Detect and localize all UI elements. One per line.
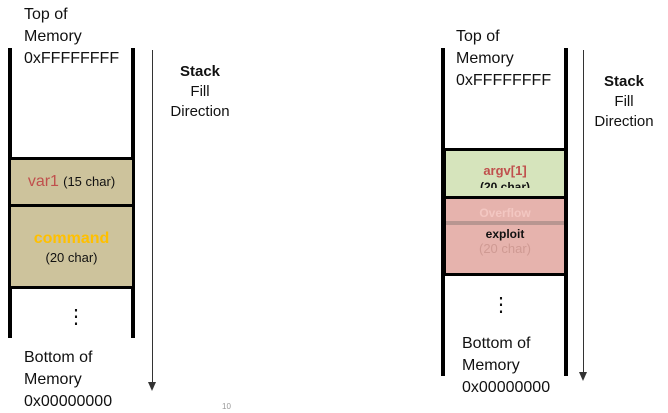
right-direction-line-3: Direction bbox=[594, 113, 654, 130]
overflow-label: Overflow bbox=[479, 206, 531, 220]
left-direction-line-2: Fill bbox=[190, 83, 210, 100]
right-direction-label: Stack Fill Direction bbox=[586, 72, 662, 132]
right-bottom-line-3: 0x00000000 bbox=[462, 379, 551, 396]
var1-name: var1 bbox=[27, 173, 59, 190]
right-bottom-line-2: Memory bbox=[462, 357, 520, 374]
command-block: command (20 char) bbox=[8, 204, 135, 289]
overflow-block: Overflow exploit (20 char) bbox=[443, 196, 567, 276]
right-direction-line-1: Stack bbox=[603, 73, 645, 90]
command-name: command bbox=[33, 230, 110, 247]
right-ellipsis: ⋮ bbox=[491, 294, 511, 316]
right-direction-line-2: Fill bbox=[614, 93, 634, 110]
right-top-line-3: 0xFFFFFFFF bbox=[456, 72, 552, 89]
left-bottom-line-3: 0x00000000 bbox=[24, 393, 113, 410]
overflow-divider bbox=[446, 221, 564, 225]
left-top-line-3: 0xFFFFFFFF bbox=[24, 50, 120, 67]
left-bottom-line-2: Memory bbox=[24, 371, 82, 388]
right-bottom-line-1: Bottom of bbox=[462, 335, 531, 352]
left-top-line-2: Memory bbox=[24, 28, 82, 45]
var1-size: (15 char) bbox=[63, 174, 116, 189]
right-arrow-head bbox=[579, 372, 587, 381]
left-bottom-line-1: Bottom of bbox=[24, 349, 93, 366]
left-top-line-1: Top of bbox=[24, 6, 68, 23]
left-bottom-label: Bottom of Memory 0x00000000 bbox=[24, 347, 112, 413]
argv-block: argv[1] (20 char) bbox=[443, 148, 567, 204]
right-fill-direction-arrow bbox=[583, 50, 584, 373]
var1-block: var1 (15 char) bbox=[8, 157, 135, 207]
overflow-size: (20 char) bbox=[478, 241, 532, 256]
left-direction-line-1: Stack bbox=[179, 63, 221, 80]
left-ellipsis: ⋮ bbox=[66, 306, 86, 328]
exploit-label: exploit bbox=[485, 227, 525, 241]
left-fill-direction-arrow bbox=[152, 50, 153, 383]
command-size: (20 char) bbox=[45, 250, 98, 265]
right-top-line-2: Memory bbox=[456, 50, 514, 67]
page-number: 10 bbox=[222, 402, 231, 411]
right-top-line-1: Top of bbox=[456, 28, 500, 45]
right-top-label: Top of Memory 0xFFFFFFFF bbox=[456, 26, 551, 92]
right-bottom-label: Bottom of Memory 0x00000000 bbox=[462, 333, 550, 399]
argv-name: argv[1] bbox=[483, 163, 527, 178]
left-top-label: Top of Memory 0xFFFFFFFF bbox=[24, 4, 119, 70]
left-direction-line-3: Direction bbox=[170, 103, 230, 120]
left-direction-label: Stack Fill Direction bbox=[158, 62, 242, 122]
left-arrow-head bbox=[148, 382, 156, 391]
argv-size: (20 char) bbox=[479, 180, 531, 188]
